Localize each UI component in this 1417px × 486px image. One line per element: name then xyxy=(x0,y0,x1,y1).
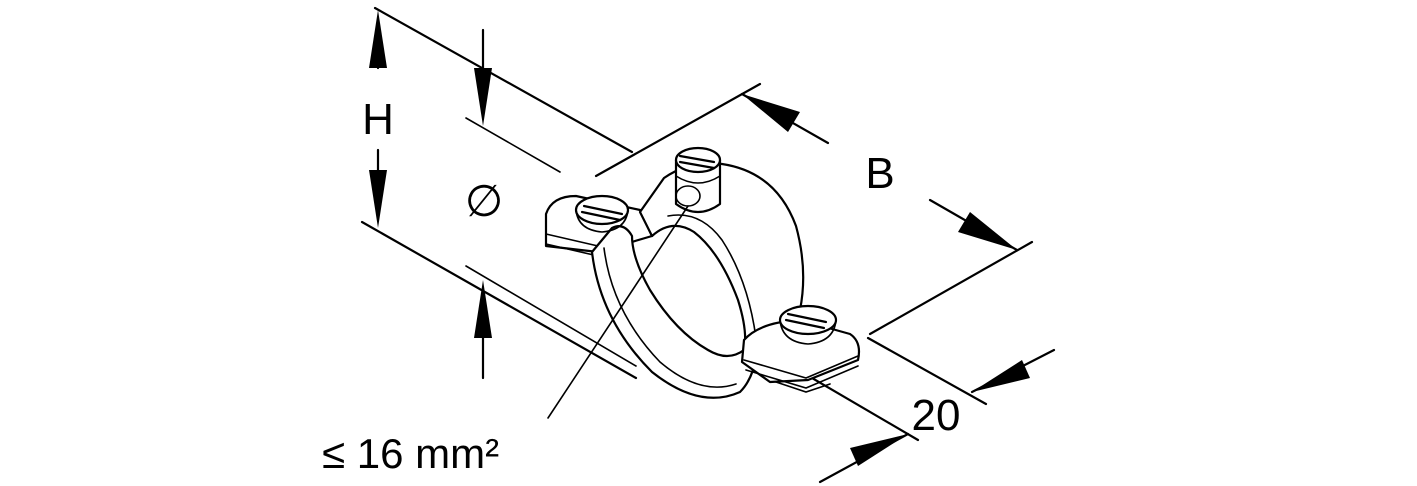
screw-left xyxy=(574,194,630,233)
band-width-label: 20 xyxy=(912,391,961,440)
cross-section-label: ≤ 16 mm² xyxy=(322,430,499,477)
height-label: H xyxy=(362,95,394,144)
width-dimension xyxy=(594,82,1034,336)
pipe-outline xyxy=(360,6,638,380)
width-label: B xyxy=(865,149,894,198)
screw-right xyxy=(778,304,838,345)
height-dimension xyxy=(369,10,492,380)
diameter-symbol: ∅ xyxy=(465,177,503,226)
cross-section-leader xyxy=(547,205,689,419)
screw-top xyxy=(674,146,722,214)
band-width-dimension xyxy=(810,336,1056,484)
